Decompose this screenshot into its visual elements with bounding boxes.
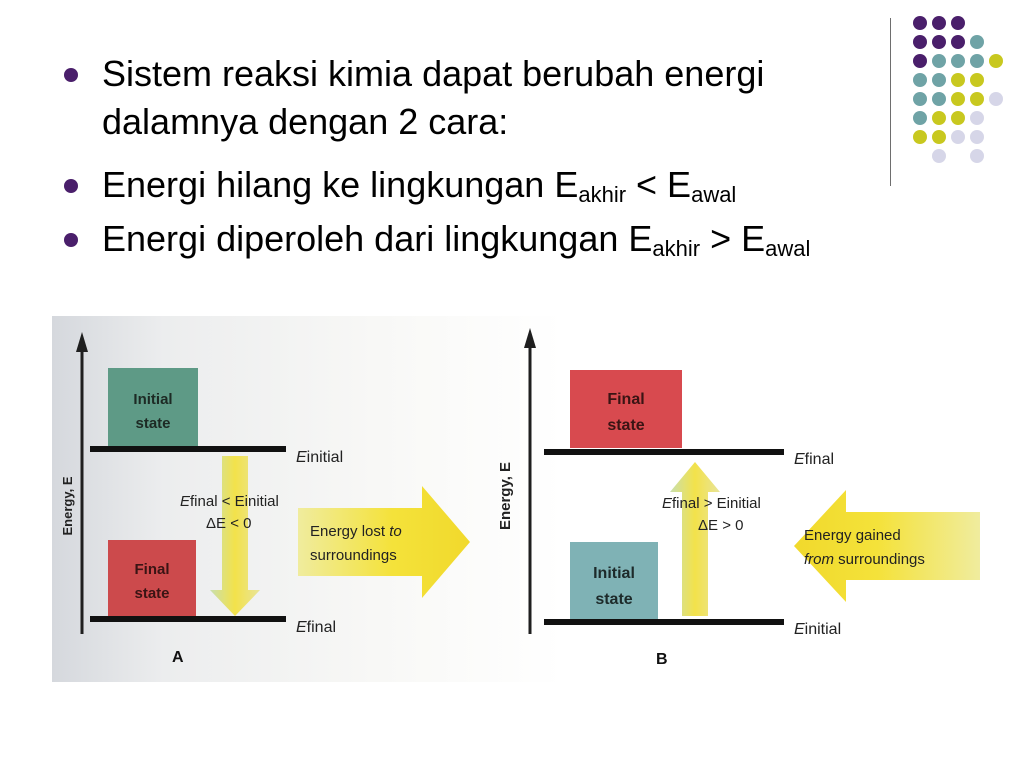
initial-state-label-b-line2: state	[595, 591, 632, 608]
bullet-text-middle: < E	[626, 164, 692, 205]
decorative-dot-icon	[951, 111, 965, 125]
axis-arrowhead-b-icon	[524, 328, 536, 348]
energy-gained-text-line2: from surroundings	[804, 551, 925, 568]
decorative-dot-icon	[932, 54, 946, 68]
decorative-dot-icon	[951, 92, 965, 106]
subscript-awal: awal	[691, 182, 737, 207]
initial-state-box-a	[108, 368, 198, 450]
initial-state-label-b-line1: Initial	[593, 565, 635, 582]
initial-state-box-b	[570, 542, 658, 622]
energy-gained-arrow-icon	[794, 490, 980, 602]
panel-label-b: B	[656, 651, 668, 668]
axis-label-b: Energy, E	[497, 462, 514, 530]
final-state-label-b-line2: state	[607, 417, 644, 434]
initial-state-label-a-line1: Initial	[133, 391, 172, 408]
energy-lost-text-line1: Energy lost to	[310, 523, 402, 540]
title-divider-line	[890, 18, 891, 186]
bullet-text-prefix: Energi diperoleh dari lingkungan E	[102, 218, 653, 259]
energy-gained-text-line1: Energy gained	[804, 527, 901, 544]
energy-lost-text-line2: surroundings	[310, 547, 397, 564]
bullet-text-middle: > E	[700, 218, 766, 259]
decorative-dot-icon	[932, 16, 946, 30]
bullet-item-3: Energi diperoleh dari lingkungan Eakhir …	[62, 212, 1002, 266]
decorative-dot-icon	[970, 54, 984, 68]
final-state-box-a	[108, 540, 196, 620]
level-label-initial-a: Einitial	[296, 449, 343, 466]
bullet-text: Sistem reaksi kimia dapat berubah energi…	[102, 53, 765, 142]
energy-lost-arrow-icon	[298, 486, 470, 598]
decorative-dot-icon	[913, 130, 927, 144]
final-state-label-a-line1: Final	[134, 561, 169, 578]
decorative-dot-icon	[970, 111, 984, 125]
final-state-label-a-line2: state	[134, 585, 169, 602]
bullet-item-1: Sistem reaksi kimia dapat berubah energi…	[62, 50, 902, 146]
decorative-dot-icon	[913, 54, 927, 68]
subscript-akhir: akhir	[652, 236, 701, 261]
decorative-dot-icon	[951, 73, 965, 87]
bullet-dot-icon	[64, 68, 78, 82]
decorative-dot-icon	[932, 111, 946, 125]
final-energy-level-a	[90, 616, 286, 622]
energy-increase-arrow-icon	[670, 462, 720, 616]
energy-decrease-arrow-icon	[210, 456, 260, 616]
bullet-dot-icon	[64, 179, 78, 193]
decorative-dot-icon	[989, 92, 1003, 106]
delta-a: ΔE < 0	[206, 515, 251, 532]
panel-b: Energy, E Final state Efinal Initial sta…	[497, 328, 980, 668]
subscript-awal: awal	[765, 236, 811, 261]
subscript-akhir: akhir	[578, 182, 627, 207]
decorative-dot-icon	[913, 35, 927, 49]
initial-energy-level-a	[90, 446, 286, 452]
decorative-dot-icon	[970, 92, 984, 106]
decorative-dot-icon	[913, 73, 927, 87]
level-label-final-b: Efinal	[794, 451, 834, 468]
axis-label-a: Energy, E	[60, 476, 75, 535]
relation-b: Efinal > Einitial	[662, 495, 761, 512]
decorative-dot-icon	[913, 16, 927, 30]
decorative-dot-icon	[932, 35, 946, 49]
decorative-dot-icon	[951, 130, 965, 144]
decorative-dot-icon	[951, 16, 965, 30]
axis-arrowhead-a-icon	[76, 332, 88, 352]
panel-label-a: A	[172, 649, 184, 666]
decorative-dot-icon	[932, 130, 946, 144]
decorative-dot-icon	[951, 35, 965, 49]
level-label-initial-b: Einitial	[794, 621, 841, 638]
decorative-dot-icon	[970, 35, 984, 49]
delta-b: ΔE > 0	[698, 517, 743, 534]
decorative-dot-icon	[932, 73, 946, 87]
decorative-dot-icon	[932, 149, 946, 163]
decorative-dot-icon	[989, 54, 1003, 68]
final-state-box-b	[570, 370, 682, 448]
final-state-label-b-line1: Final	[607, 391, 644, 408]
initial-energy-level-b	[544, 619, 784, 625]
decorative-dot-icon	[951, 54, 965, 68]
bullet-dot-icon	[64, 233, 78, 247]
decorative-dot-icon	[970, 130, 984, 144]
initial-state-label-a-line2: state	[135, 415, 170, 432]
decorative-dot-grid	[913, 16, 1003, 163]
decorative-dot-icon	[970, 73, 984, 87]
energy-diagram-figure: Energy, E Initial state Einitial Final s…	[52, 316, 982, 682]
decorative-dot-icon	[932, 92, 946, 106]
relation-a: Efinal < Einitial	[180, 493, 279, 510]
decorative-dot-icon	[913, 111, 927, 125]
panel-a: Energy, E Initial state Einitial Final s…	[60, 332, 470, 666]
bullet-text-prefix: Energi hilang ke lingkungan E	[102, 164, 579, 205]
decorative-dot-icon	[913, 92, 927, 106]
level-label-final-a: Efinal	[296, 619, 336, 636]
bullet-item-2: Energi hilang ke lingkungan Eakhir < Eaw…	[62, 158, 892, 212]
decorative-dot-icon	[970, 149, 984, 163]
bullet-list: Sistem reaksi kimia dapat berubah energi…	[62, 50, 892, 266]
final-energy-level-b	[544, 449, 784, 455]
